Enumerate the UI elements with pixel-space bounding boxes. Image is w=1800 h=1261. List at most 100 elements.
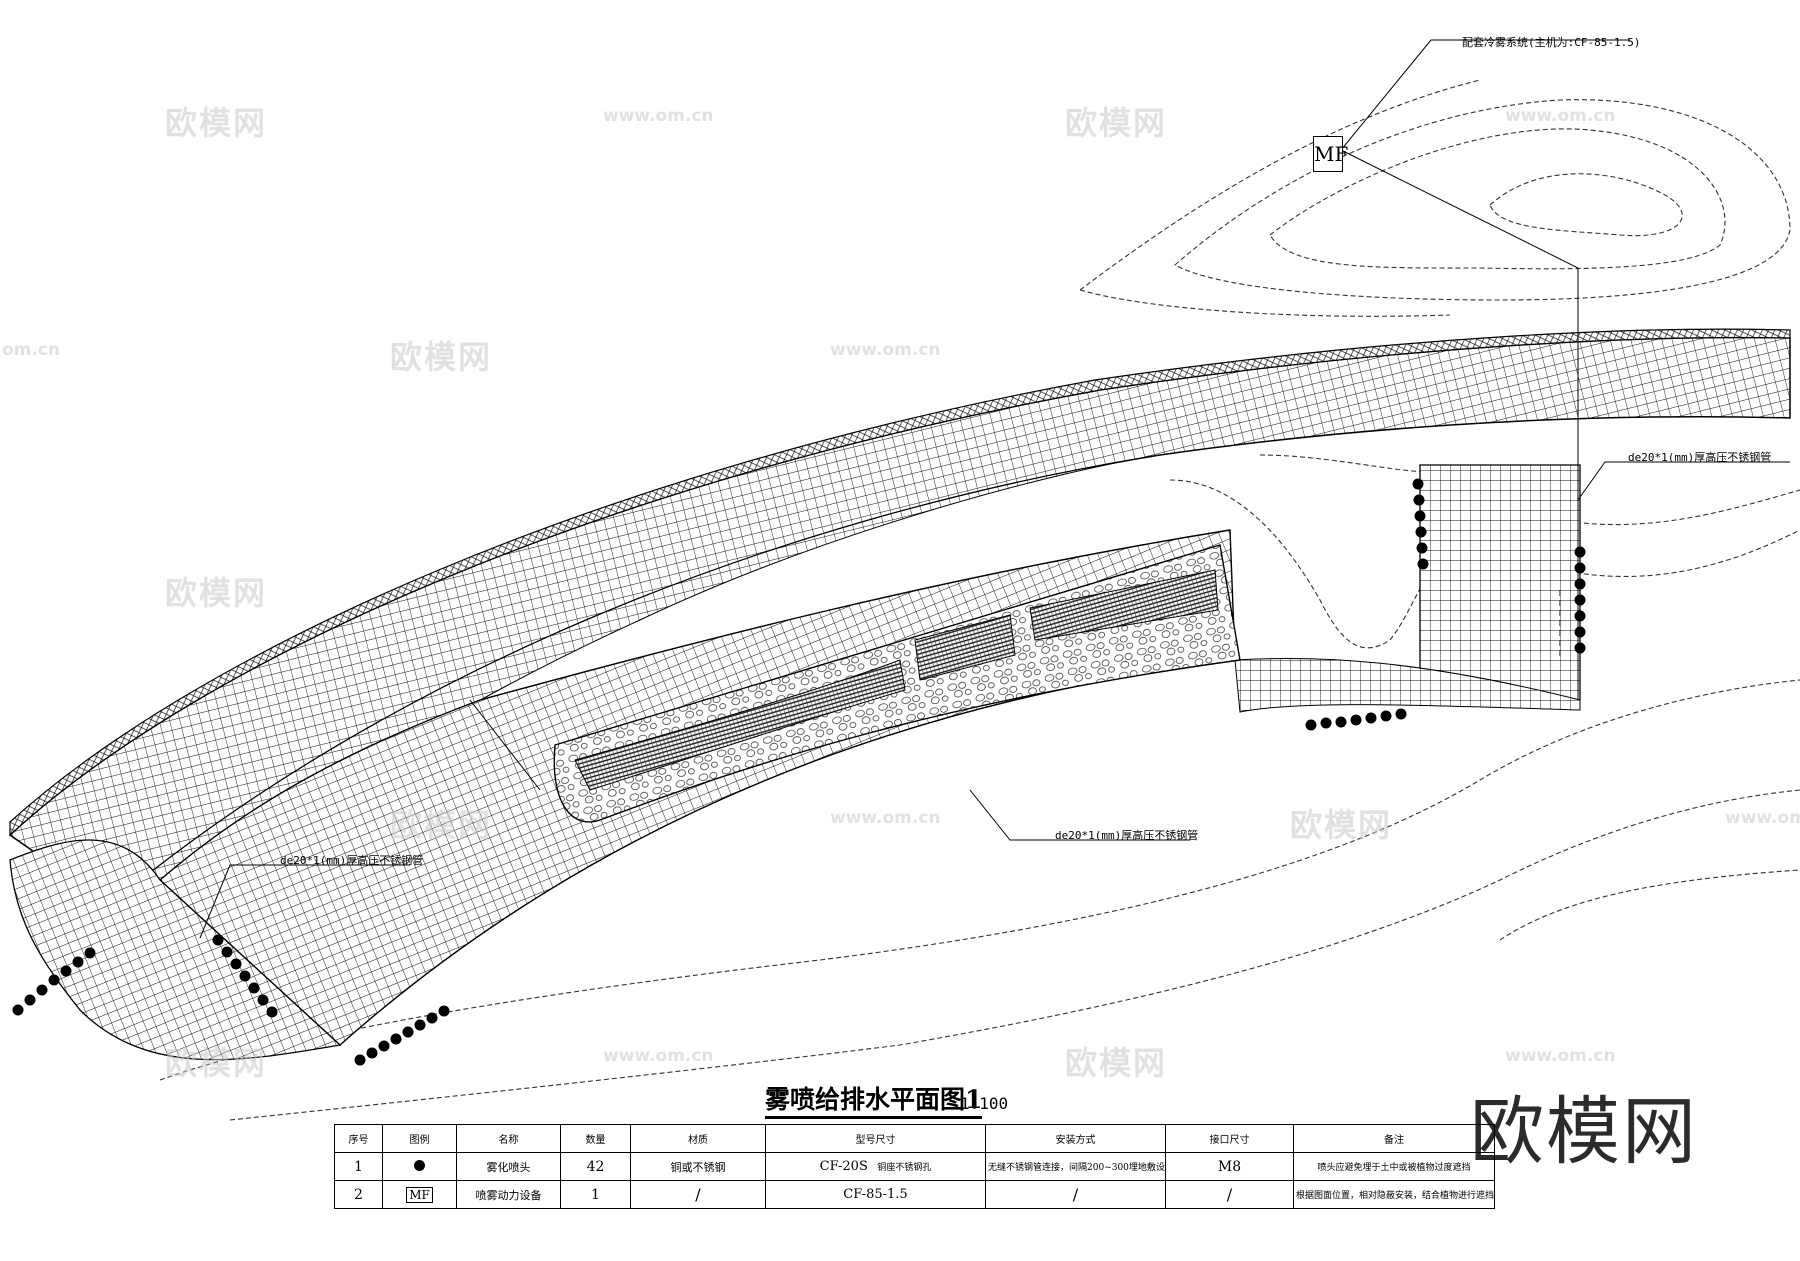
nozzle-point — [1395, 708, 1407, 720]
legend-table: 序号 图例 名称 数量 材质 型号尺寸 安装方式 接口尺寸 备注 1 雾化喷头 … — [334, 1124, 1495, 1209]
cell-install: 无缝不锈钢管连接，间隔200~300埋地敷设 — [985, 1152, 1166, 1181]
cell-symbol — [382, 1152, 457, 1181]
nozzle-markers — [12, 478, 1586, 1066]
cell-qty: 42 — [560, 1152, 631, 1181]
nozzle-point — [1415, 526, 1427, 538]
nozzle-dot-icon — [414, 1159, 425, 1171]
cell-no: 1 — [334, 1152, 383, 1181]
header-install: 安装方式 — [985, 1124, 1166, 1153]
cell-model: CF-20S 铜座不锈钢孔 — [765, 1152, 986, 1181]
watermark-url: om.cn — [2, 340, 61, 360]
cell-install: / — [985, 1180, 1166, 1209]
watermark-logo: 欧模网 — [165, 1044, 268, 1082]
nozzle-point — [248, 982, 260, 994]
nozzle-point — [24, 994, 36, 1006]
drawing-scale: 1:100 — [960, 1094, 1009, 1113]
nozzle-point — [60, 965, 72, 977]
cell-qty: 1 — [560, 1180, 631, 1209]
watermark-logo: 欧模网 — [165, 104, 268, 142]
watermark-url: www.om.cn — [603, 106, 714, 126]
watermark-logo: 欧模网 — [1290, 806, 1393, 844]
nozzle-point — [1574, 642, 1586, 654]
nozzle-point — [84, 947, 96, 959]
nozzle-point — [36, 984, 48, 996]
nozzle-point — [1412, 478, 1424, 490]
nozzle-point — [1574, 578, 1586, 590]
header-symbol: 图例 — [382, 1124, 457, 1153]
nozzle-point — [1413, 494, 1425, 506]
nozzle-point — [378, 1040, 390, 1052]
nozzle-point — [1574, 626, 1586, 638]
nozzle-point — [390, 1033, 402, 1045]
watermark-logo: 欧模网 — [1065, 1044, 1168, 1082]
nozzle-point — [1305, 719, 1317, 731]
brand-watermark: 欧模网 — [1470, 1089, 1698, 1175]
contour-lines — [159, 79, 1800, 1121]
header-name: 名称 — [456, 1124, 561, 1153]
model-text: CF-20S — [819, 1159, 868, 1174]
watermark-logo: 欧模网 — [1065, 104, 1168, 142]
cell-port: / — [1165, 1180, 1294, 1209]
watermark-logo: 欧模网 — [390, 806, 493, 844]
nozzle-point — [72, 956, 84, 968]
cell-material: / — [630, 1180, 766, 1209]
table-row: 1 雾化喷头 42 铜或不锈钢 CF-20S 铜座不锈钢孔 无缝不锈钢管连接，间… — [334, 1152, 1495, 1181]
gravel-bed — [553, 544, 1241, 823]
model-note: 铜座不锈钢孔 — [877, 1163, 932, 1173]
cell-material: 铜或不锈钢 — [630, 1152, 766, 1181]
cell-name: 雾化喷头 — [456, 1152, 561, 1181]
cell-model: CF-85-1.5 — [765, 1180, 986, 1209]
nozzle-point — [414, 1019, 426, 1031]
drawing-title: 雾喷给排水平面图1 — [765, 1085, 983, 1119]
callout-system: 配套冷雾系统(主机为:CF-85-1.5) — [1462, 36, 1641, 49]
watermark-url: www.om.cn — [830, 808, 941, 828]
nozzle-point — [1320, 717, 1332, 729]
header-model: 型号尺寸 — [765, 1124, 986, 1153]
nozzle-point — [1574, 610, 1586, 622]
legend-header-row: 序号 图例 名称 数量 材质 型号尺寸 安装方式 接口尺寸 备注 — [334, 1124, 1495, 1153]
cell-symbol: MF — [382, 1180, 457, 1209]
nozzle-point — [366, 1047, 378, 1059]
nozzle-point — [1417, 558, 1429, 570]
nozzle-point — [12, 1004, 24, 1016]
nozzle-point — [1574, 594, 1586, 606]
nozzle-point — [1335, 716, 1347, 728]
cell-no: 2 — [334, 1180, 383, 1209]
callout-pipe-left: de20*1(mm)厚高压不锈钢管 — [280, 854, 424, 867]
header-qty: 数量 — [560, 1124, 631, 1153]
header-remark: 备注 — [1293, 1124, 1495, 1153]
nozzle-point — [1350, 714, 1362, 726]
watermark-logo: 欧模网 — [165, 574, 268, 612]
nozzle-point — [266, 1006, 278, 1018]
nozzle-point — [1574, 546, 1586, 558]
nozzle-point — [1414, 510, 1426, 522]
header-port: 接口尺寸 — [1165, 1124, 1294, 1153]
cell-port: M8 — [1165, 1152, 1294, 1181]
header-no: 序号 — [334, 1124, 383, 1153]
watermark-logo: 欧模网 — [390, 338, 493, 376]
table-row: 2 MF 喷雾动力设备 1 / CF-85-1.5 / / 根据图面位置，相对隐… — [334, 1180, 1495, 1209]
watermark-url: www.om.cn — [1505, 1046, 1616, 1066]
callout-pipe-mid: de20*1(mm)厚高压不锈钢管 — [1055, 829, 1199, 842]
nozzle-point — [212, 934, 224, 946]
nozzle-point — [402, 1026, 414, 1038]
nozzle-point — [48, 974, 60, 986]
nozzle-point — [1416, 542, 1428, 554]
nozzle-point — [1574, 562, 1586, 574]
watermark-url: www.om.cn — [1725, 808, 1800, 828]
cell-remark: 根据图面位置，相对隐蔽安装，结合植物进行遮挡 — [1293, 1180, 1495, 1209]
nozzle-point — [221, 946, 233, 958]
watermark-url: www.om.cn — [830, 340, 941, 360]
nozzle-point — [354, 1054, 366, 1066]
nozzle-point — [239, 970, 251, 982]
watermark-url: www.om.cn — [1505, 106, 1616, 126]
nozzle-point — [230, 958, 242, 970]
nozzle-point — [1365, 712, 1377, 724]
cell-remark: 喷头应避免埋于土中或被植物过度遮挡 — [1293, 1152, 1495, 1181]
nozzle-point — [1380, 710, 1392, 722]
cell-name: 喷雾动力设备 — [456, 1180, 561, 1209]
nozzle-point — [257, 994, 269, 1006]
mf-equipment-marker: MF — [1313, 136, 1348, 172]
mf-symbol-icon: MF — [406, 1186, 433, 1203]
